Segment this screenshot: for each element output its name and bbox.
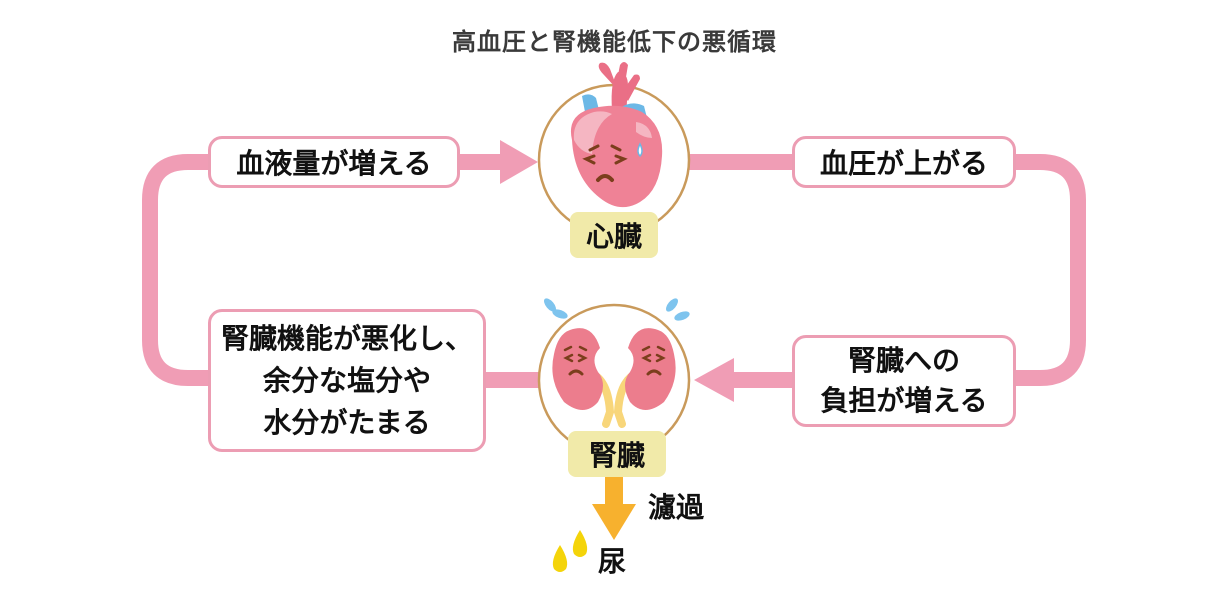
- filter-arrow-shaft: [605, 476, 623, 506]
- step-blood-volume-increases: 血液量が増える: [208, 136, 460, 188]
- kidneys-icon: [552, 328, 676, 428]
- arrow-head-to-heart: [500, 140, 538, 184]
- loop-left: [142, 154, 210, 386]
- step-kidney-burden-increases: 腎臓への 負担が増える: [792, 335, 1016, 427]
- loop-right: [1014, 154, 1086, 386]
- step-kidney-function-declines: 腎臓機能が悪化し、 余分な塩分や 水分がたまる: [208, 309, 486, 452]
- heart-label: 心臓: [570, 212, 658, 258]
- urine-label: 尿: [598, 545, 627, 578]
- step-text-line: 腎臓機能が悪化し、: [220, 321, 473, 355]
- step-text-line: 負担が増える: [820, 384, 988, 417]
- filtration-label: 濾過: [648, 491, 705, 524]
- filter-arrow-head: [592, 504, 636, 540]
- step-text-line: 水分がたまる: [263, 405, 431, 439]
- cycle-loop: [142, 154, 1086, 388]
- step-blood-pressure-rises: 血圧が上がる: [792, 136, 1016, 188]
- step-text-line: 腎臓への: [847, 344, 960, 377]
- page-title: 高血圧と腎機能低下の悪循環: [452, 28, 777, 56]
- step-text: 血圧が上がる: [819, 147, 988, 180]
- step-text-line: 余分な塩分や: [262, 363, 431, 397]
- arrow-head-to-kidney: [694, 358, 734, 402]
- urine-drops-icon: [552, 530, 588, 572]
- kidney-label: 腎臓: [568, 431, 666, 477]
- heart-icon: [570, 62, 663, 208]
- step-text: 血液量が増える: [236, 147, 432, 180]
- sweat-icon: [544, 298, 690, 321]
